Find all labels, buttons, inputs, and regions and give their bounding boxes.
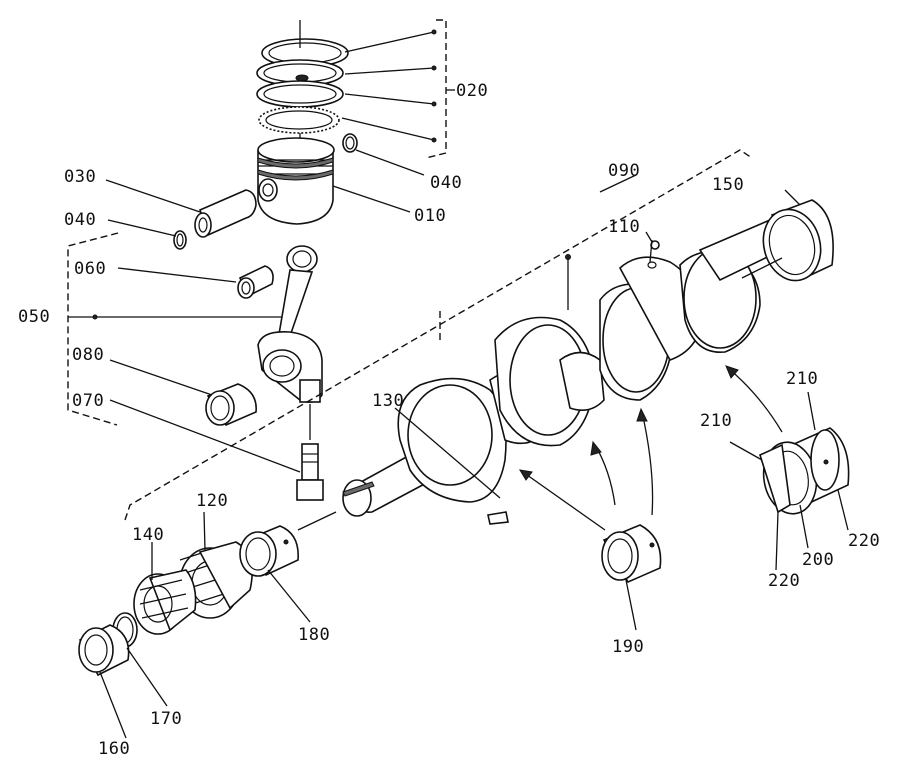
crank-gear-140 xyxy=(133,569,197,635)
leader-lines xyxy=(68,29,849,739)
label-080: 080 xyxy=(72,345,104,365)
rod-bolt xyxy=(296,404,324,501)
label-030: 030 xyxy=(64,167,96,187)
pin-circlip xyxy=(173,230,187,250)
piston-pin xyxy=(194,189,257,238)
group-boundaries xyxy=(67,19,753,521)
label-040-pin: 040 xyxy=(64,210,96,230)
label-120: 120 xyxy=(196,491,228,511)
label-020: 020 xyxy=(456,81,488,101)
collar-160 xyxy=(78,624,130,677)
label-110: 110 xyxy=(608,217,640,237)
label-220-right: 220 xyxy=(848,531,880,551)
label-190: 190 xyxy=(612,637,644,657)
plug-110 xyxy=(649,239,660,263)
small-end-bushing xyxy=(237,265,274,299)
crankshaft xyxy=(342,219,793,525)
bearing-case-200 xyxy=(759,427,850,515)
crankpin-bearing xyxy=(205,383,257,427)
label-160: 160 xyxy=(98,739,130,759)
label-210-lower: 210 xyxy=(700,411,732,431)
label-140: 140 xyxy=(132,525,164,545)
label-040-piston: 040 xyxy=(430,173,462,193)
label-070: 070 xyxy=(72,391,104,411)
label-130: 130 xyxy=(372,391,404,411)
label-210-upper: 210 xyxy=(786,369,818,389)
label-090: 090 xyxy=(608,161,640,181)
bearing-190 xyxy=(601,524,662,584)
piston-rings xyxy=(256,38,349,134)
label-170: 170 xyxy=(150,709,182,729)
label-050: 050 xyxy=(18,307,50,327)
collar-180 xyxy=(239,525,299,577)
label-010: 010 xyxy=(414,206,446,226)
label-220-bottom: 220 xyxy=(768,571,800,591)
label-150: 150 xyxy=(712,175,744,195)
label-200: 200 xyxy=(802,550,834,570)
piston xyxy=(257,137,335,225)
label-060: 060 xyxy=(74,259,106,279)
assembly-arrows xyxy=(519,365,783,531)
label-180: 180 xyxy=(298,625,330,645)
part-labels: 020 040 010 030 040 060 050 080 070 090 … xyxy=(18,81,880,759)
connecting-rod xyxy=(257,245,323,403)
main-bearing-150 xyxy=(762,199,834,282)
circlip xyxy=(342,133,358,153)
